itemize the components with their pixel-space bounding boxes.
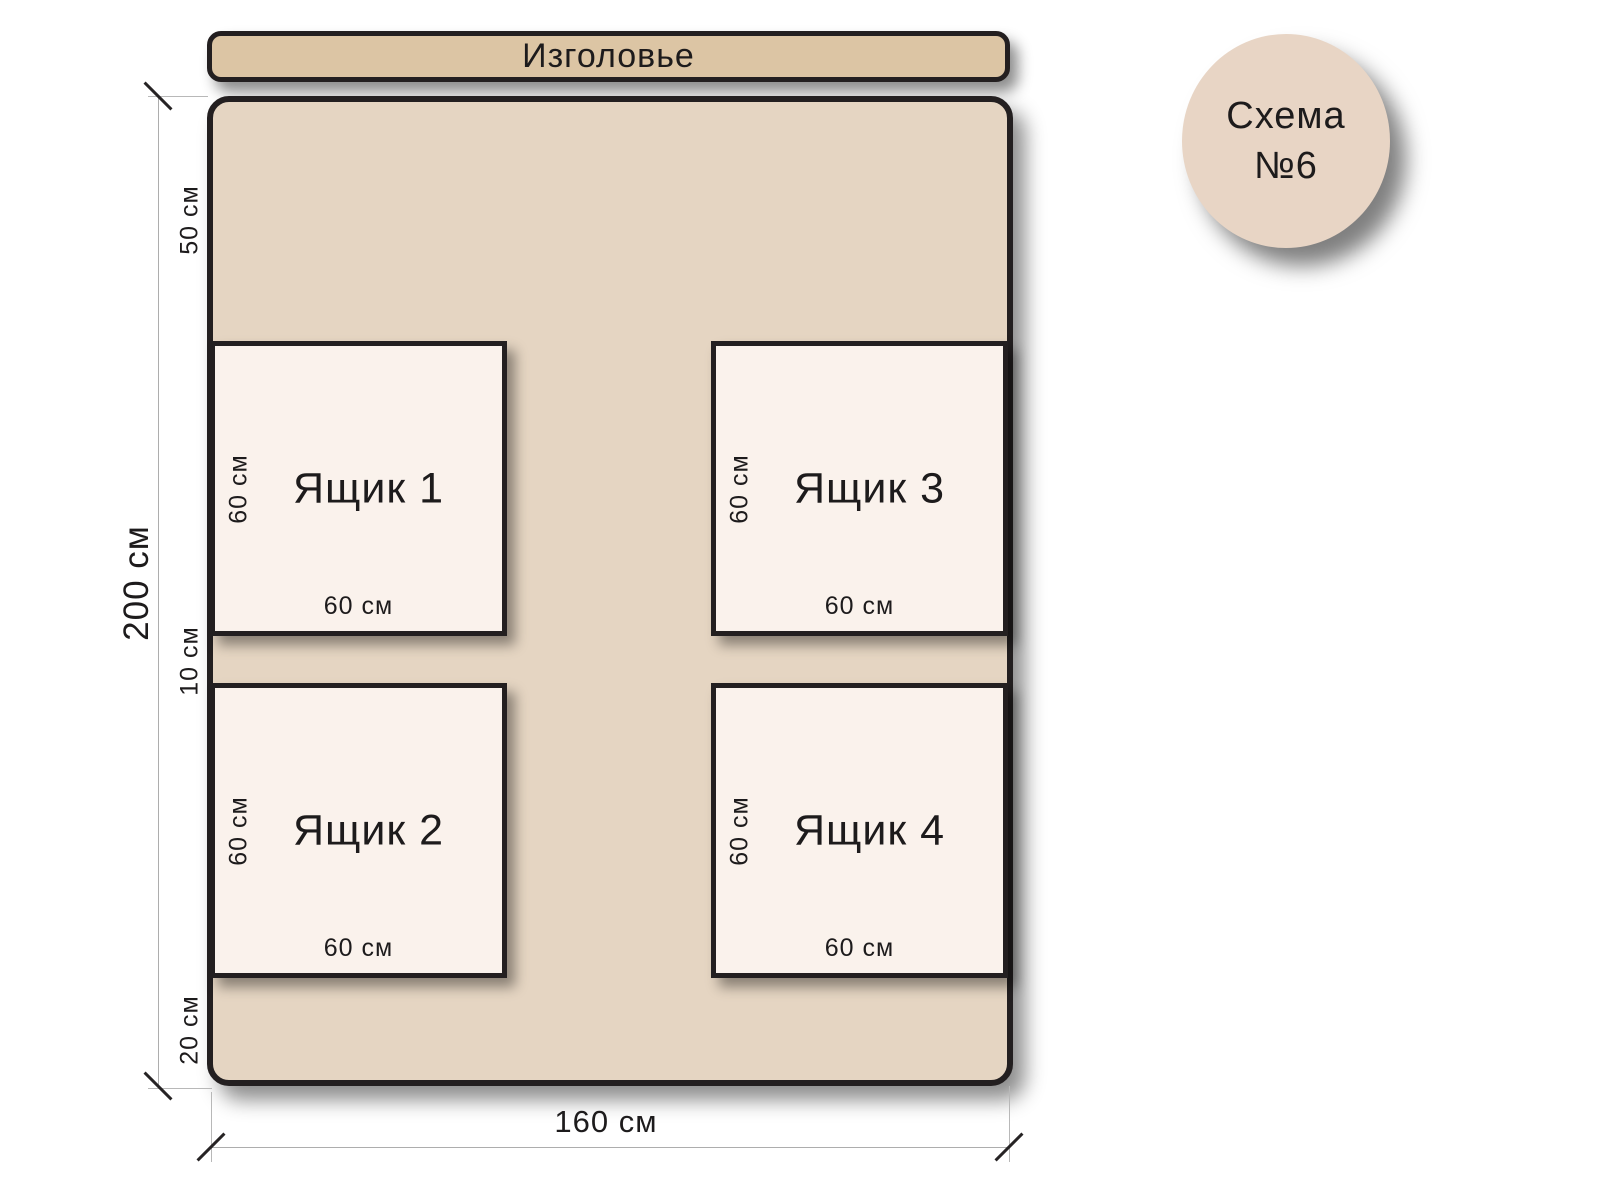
- drawer-4-width-label: 60 см: [824, 934, 895, 962]
- extension-line-top: [148, 96, 208, 97]
- extension-line-bottom: [148, 1088, 212, 1089]
- total-width-label: 160 см: [554, 1104, 658, 1139]
- scheme-badge-number: №6: [1254, 145, 1318, 187]
- width-dimension-line: [211, 1147, 1010, 1148]
- scheme-badge: Схема №6: [1182, 34, 1390, 248]
- drawer-3-height-label: 60 см: [725, 453, 754, 524]
- drawer-2-height-label: 60 см: [224, 795, 253, 866]
- drawer-4-height-label: 60 см: [725, 795, 754, 866]
- extension-line-left: [211, 1092, 212, 1162]
- scheme-badge-title: Схема: [1226, 95, 1346, 137]
- drawer-1: Ящик 1 60 см 60 см: [210, 341, 507, 636]
- drawer-1-label: Ящик 1: [292, 464, 445, 512]
- row-gap-label: 10 см: [175, 626, 204, 696]
- drawer-4-label: Ящик 4: [793, 806, 946, 854]
- extension-line-right: [1009, 1086, 1010, 1162]
- drawer-4: Ящик 4 60 см 60 см: [711, 683, 1008, 978]
- headboard-label: Изголовье: [522, 37, 695, 75]
- height-dimension-line: [158, 96, 159, 1086]
- total-height-label: 200 см: [117, 525, 156, 641]
- top-offset-label: 50 см: [175, 185, 204, 255]
- drawer-2-width-label: 60 см: [323, 934, 394, 962]
- drawer-3: Ящик 3 60 см 60 см: [711, 341, 1008, 636]
- drawer-3-label: Ящик 3: [793, 464, 946, 512]
- bottom-offset-label: 20 см: [175, 995, 204, 1065]
- drawer-3-width-label: 60 см: [824, 592, 895, 620]
- headboard: Изголовье: [207, 31, 1010, 82]
- drawer-2: Ящик 2 60 см 60 см: [210, 683, 507, 978]
- drawer-1-height-label: 60 см: [224, 453, 253, 524]
- drawer-2-label: Ящик 2: [292, 806, 445, 854]
- drawer-1-width-label: 60 см: [323, 592, 394, 620]
